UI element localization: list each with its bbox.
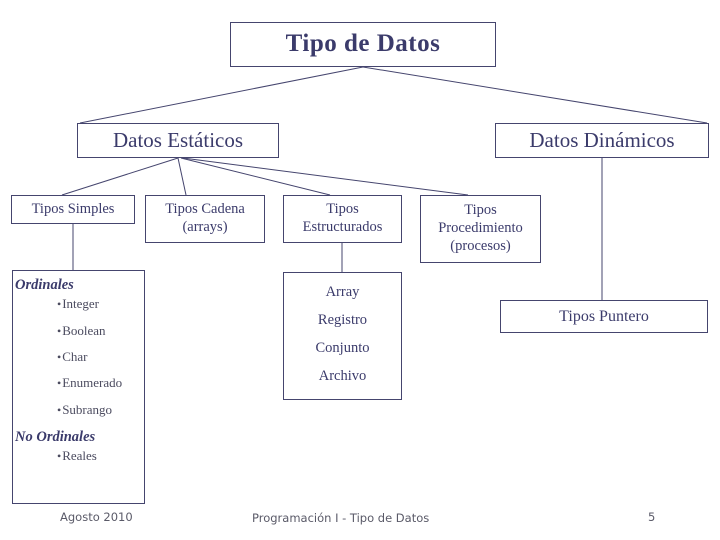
node-tipos-procedimiento-label-line3: (procesos) [450,237,511,254]
list-item: Array [325,284,360,300]
list-item: Registro [317,311,368,328]
group-heading-no-ordinales: No Ordinales [15,428,96,445]
page-title-label: Tipo de Datos [285,30,441,58]
list-item: •Reales [57,449,144,463]
node-tipos-puntero[interactable]: Tipos Puntero [500,300,708,333]
node-datos-dinamicos-label: Datos Dinámicos [529,127,675,152]
list-item: Archivo [318,367,367,384]
node-datos-estaticos[interactable]: Datos Estáticos [77,123,279,158]
node-tipos-cadena-label-line1: Tipos Cadena [165,201,245,218]
node-tipos-cadena-label-line2: (arrays) [182,219,228,235]
bullet-icon: • [57,323,62,338]
node-tipos-procedimiento-label-line2: Procedimiento [438,220,523,237]
list-item-label: Boolean [62,322,106,338]
list-item-label: Char [62,348,88,364]
list-item-label: Integer [62,296,100,312]
node-tipos-simples-detail: Ordinales •Integer •Boolean •Char •Enume… [12,270,145,504]
bullet-icon: • [57,402,62,417]
group-heading-ordinales: Ordinales [15,277,74,293]
list-item-label: Reales [62,448,97,464]
bullet-icon: • [57,349,62,364]
page-title: Tipo de Datos [230,22,496,67]
bullet-icon: • [57,376,62,391]
node-datos-estaticos-label: Datos Estáticos [112,127,244,152]
node-tipos-simples-label: Tipos Simples [31,200,115,217]
list-item: •Subrango [57,401,144,417]
node-tipos-procedimiento-label-line1: Tipos [464,202,497,219]
node-tipos-puntero-label: Tipos Puntero [559,307,649,325]
bullet-icon: • [57,297,62,312]
list-item: •Enumerado [57,376,144,390]
list-item: •Boolean [57,322,144,338]
node-tipos-cadena[interactable]: Tipos Cadena (arrays) [145,195,265,243]
footer-page-number: 5 [648,510,656,524]
node-datos-dinamicos[interactable]: Datos Dinámicos [495,123,709,158]
list-item-label: Subrango [62,401,113,417]
node-tipos-procedimiento[interactable]: Tipos Procedimiento (procesos) [420,195,541,263]
footer-date: Agosto 2010 [60,510,133,524]
node-tipos-estructurados-label-line2: Estructurados [302,219,383,235]
list-item: •Integer [57,297,144,311]
footer-title: Programación I - Tipo de Datos [252,511,430,525]
node-tipos-estructurados-detail: Array Registro Conjunto Archivo [283,272,402,400]
list-item: Conjunto [315,339,370,356]
node-tipos-estructurados-label-line1: Tipos [326,201,359,218]
list-item-label: Enumerado [62,375,123,391]
bullet-icon: • [57,449,62,464]
list-item: •Char [57,348,144,364]
node-tipos-simples[interactable]: Tipos Simples [11,195,135,224]
node-tipos-estructurados[interactable]: Tipos Estructurados [283,195,402,243]
